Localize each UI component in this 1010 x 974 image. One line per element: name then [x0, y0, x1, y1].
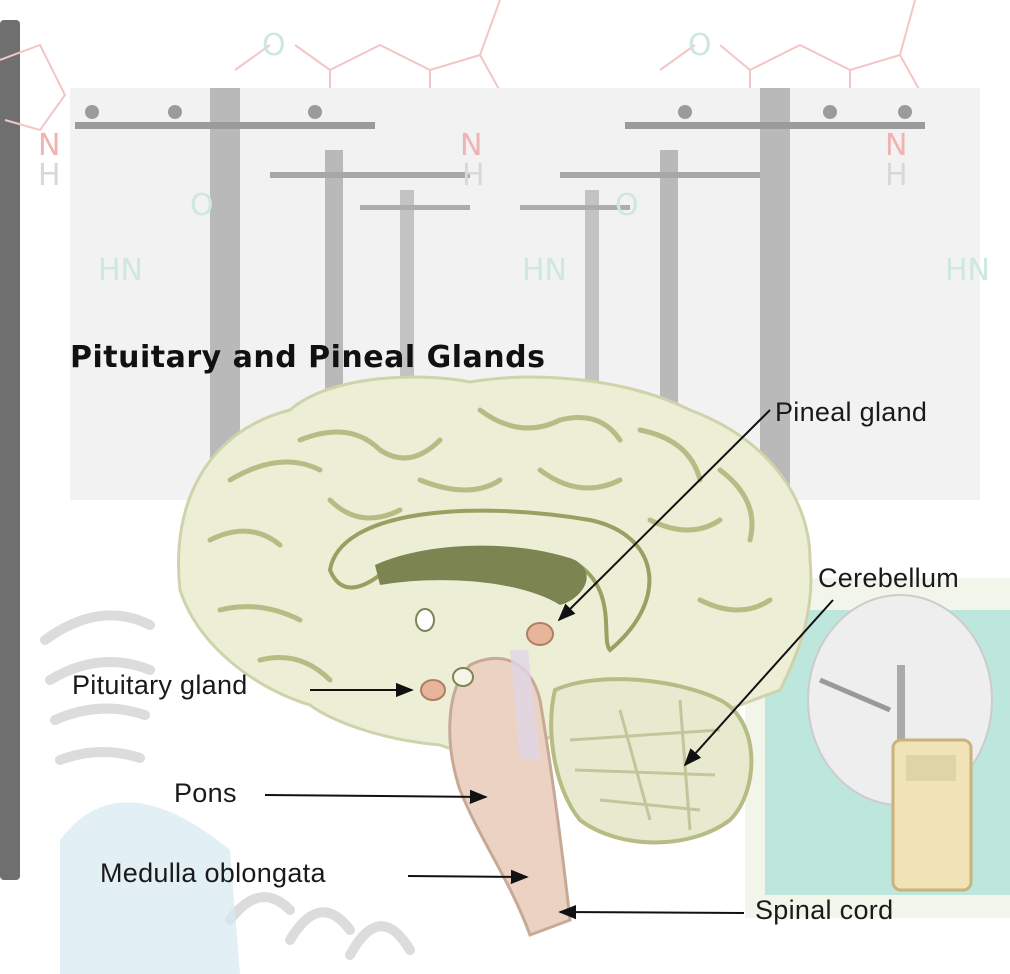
o-glyph: O: [615, 188, 639, 223]
label-medulla-oblongata: Medulla oblongata: [100, 858, 326, 889]
label-spinal-cord: Spinal cord: [755, 895, 893, 926]
h-glyph: H: [38, 158, 61, 193]
hn-glyph: HN: [522, 253, 567, 288]
o-glyph: O: [190, 188, 214, 223]
mammillary-body: [453, 668, 473, 686]
o-glyph: O: [688, 28, 712, 63]
h-glyph: H: [462, 158, 485, 193]
pituitary-gland-shape: [421, 680, 445, 700]
pointer-pons: [265, 795, 486, 797]
diagram-title: Pituitary and Pineal Glands: [70, 340, 545, 375]
cerebellum-shape: [551, 679, 751, 842]
label-pons: Pons: [174, 778, 237, 809]
pineal-gland-shape: [527, 623, 553, 645]
pointer-spinal-cord: [560, 912, 744, 913]
o-glyph: O: [262, 28, 286, 63]
hn-glyph: HN: [98, 253, 143, 288]
anterior-commissure: [416, 609, 434, 631]
brain-illustration: [178, 377, 810, 935]
hn-glyph: HN: [945, 253, 990, 288]
label-pituitary-gland: Pituitary gland: [72, 670, 248, 701]
left-edge-bar: [0, 20, 20, 880]
pointer-medulla-oblongata: [408, 876, 527, 877]
label-cerebellum: Cerebellum: [818, 563, 959, 594]
label-pineal-gland: Pineal gland: [775, 397, 927, 428]
h-glyph: H: [885, 158, 908, 193]
